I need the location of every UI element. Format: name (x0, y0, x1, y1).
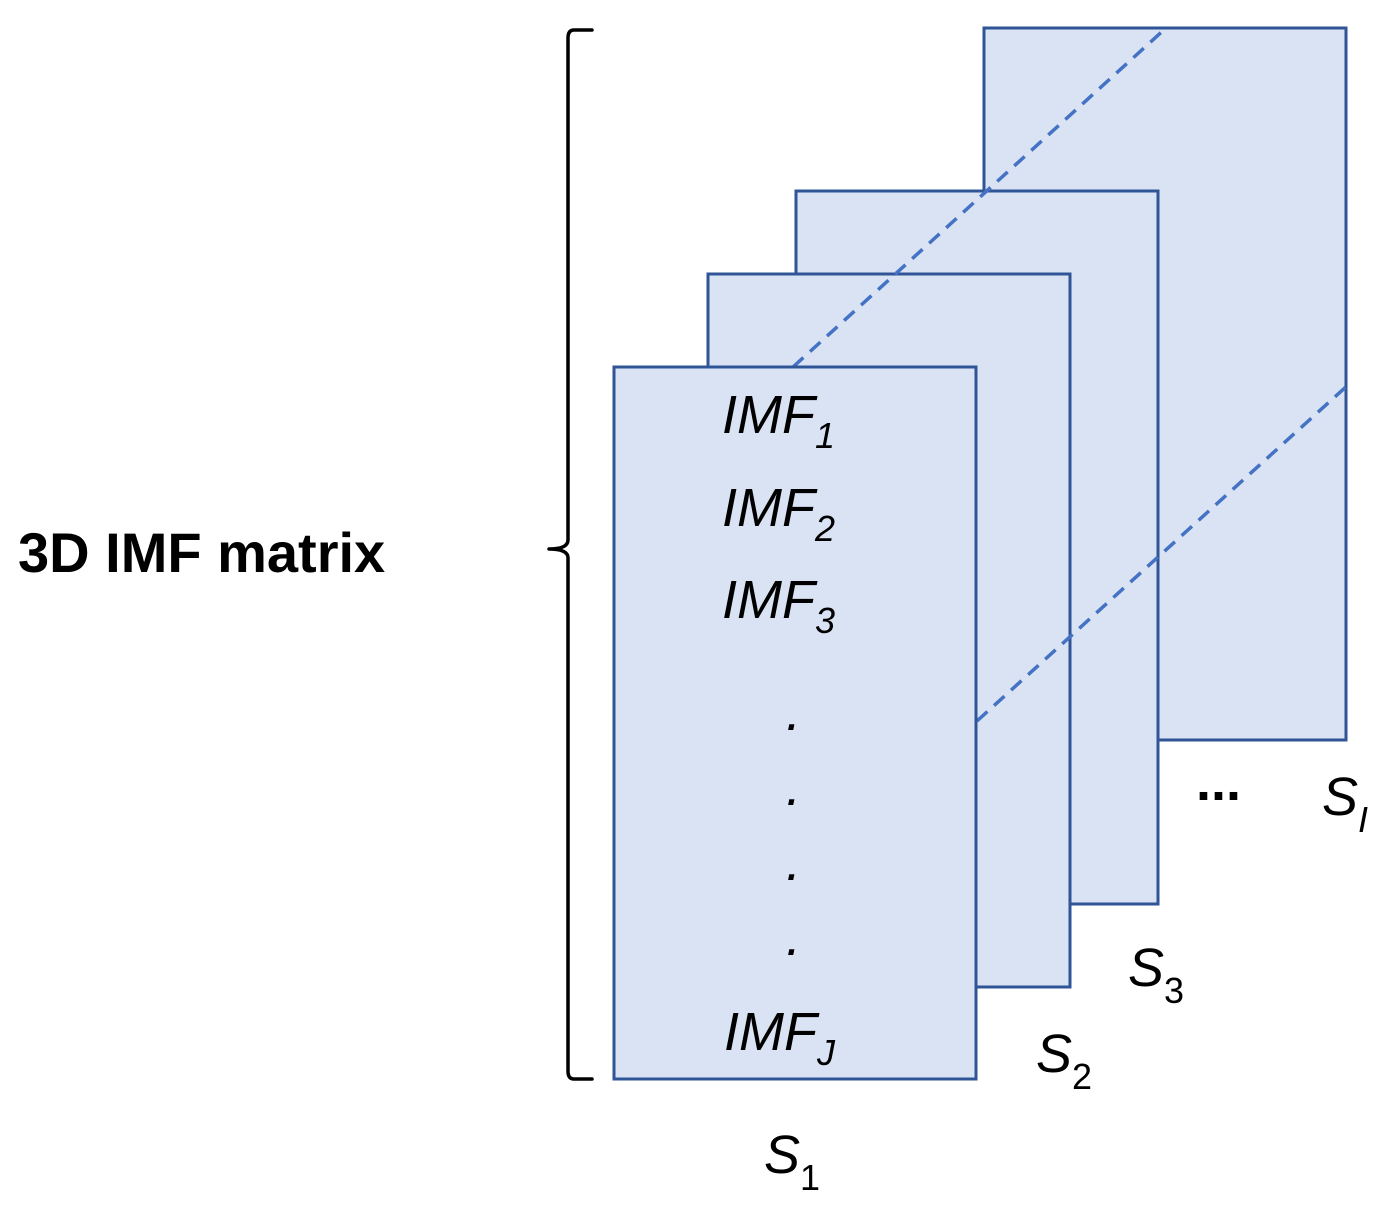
diagram-title: 3D IMF matrix (18, 521, 385, 584)
sheet-label-1: S1 (764, 1125, 820, 1198)
vertical-dot-2: . (786, 757, 801, 817)
vertical-dot-1: . (786, 682, 801, 742)
sheet-label-2: S2 (1036, 1024, 1092, 1097)
imf-row-1: IMF1 (722, 385, 835, 456)
sheet-1 (612, 365, 978, 1081)
imf-row-j: IMFJ (724, 1002, 836, 1073)
imf-row-3: IMF3 (722, 570, 835, 641)
depth-line-top (791, 26, 1168, 369)
imf-row-2: IMF2 (722, 478, 835, 549)
left-brace (547, 28, 594, 1081)
sheet-label-3: S3 (1128, 938, 1184, 1011)
sheet-ellipsis: ... (1196, 752, 1241, 812)
vertical-dot-4: . (786, 907, 801, 967)
vertical-dot-3: . (786, 832, 801, 892)
sheet-label-i: SI (1322, 767, 1368, 840)
depth-line-bottom (975, 383, 1350, 723)
